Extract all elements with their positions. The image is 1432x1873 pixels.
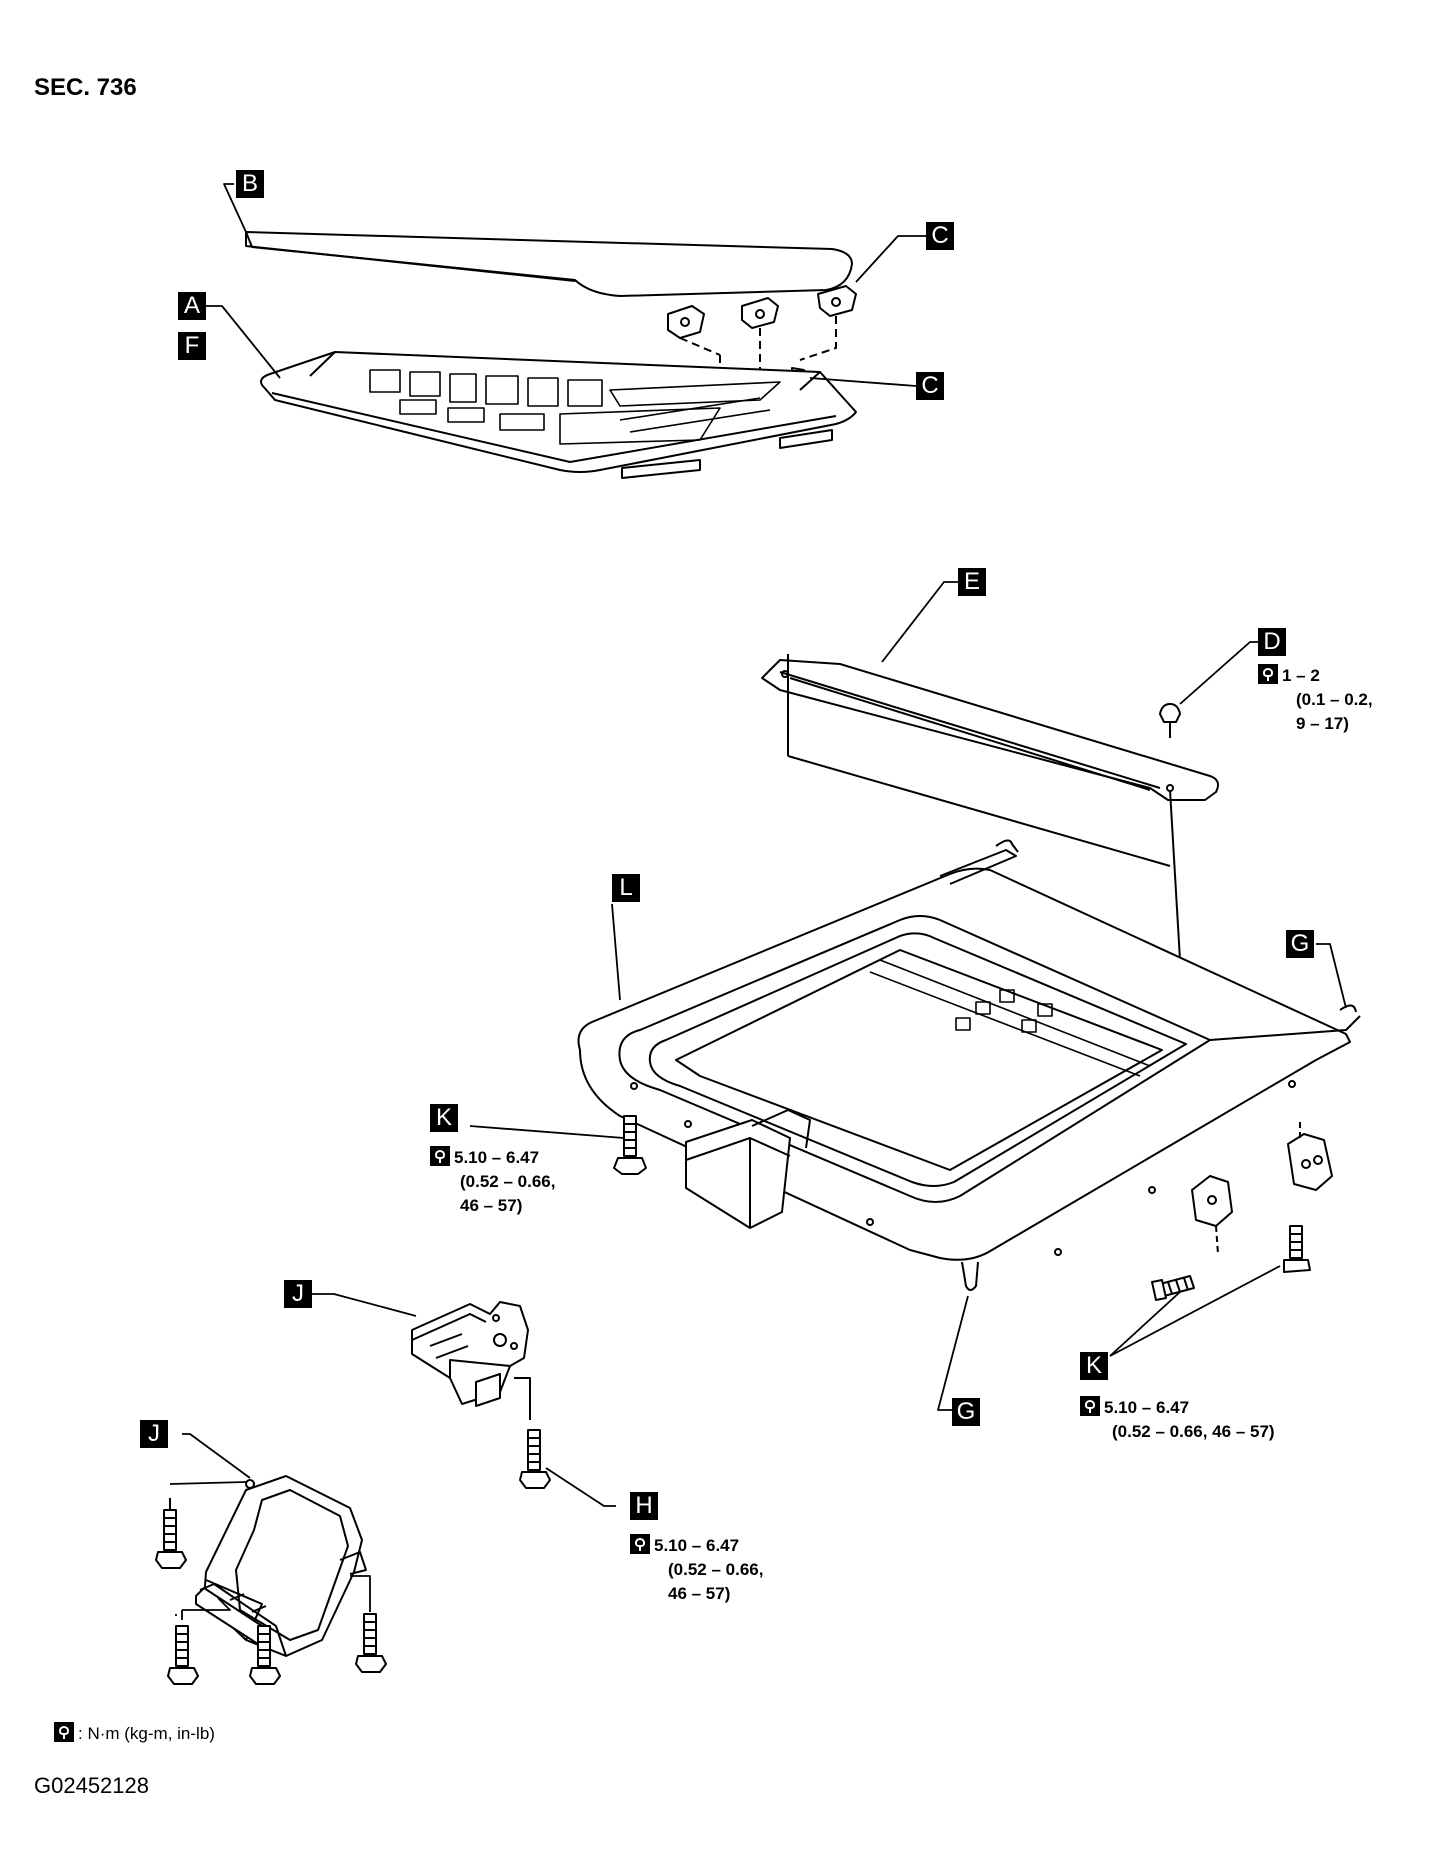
callout-k-right: K: [1080, 1352, 1108, 1380]
callout-j-upper: J: [284, 1280, 312, 1308]
callout-c-upper: C: [926, 222, 954, 250]
torque-wrench-icon: [430, 1146, 450, 1166]
torque-wrench-icon: [1258, 664, 1278, 684]
figure-code: G02452128: [34, 1773, 149, 1798]
motor-bracket: [169, 1475, 371, 1672]
callout-d: D: [1258, 628, 1286, 656]
callout-f: F: [178, 332, 206, 360]
callout-b: B: [236, 170, 264, 198]
callout-j-lower: J: [140, 1420, 168, 1448]
callout-e: E: [958, 568, 986, 596]
callout-a: A: [178, 292, 206, 320]
clips-k-right: [1151, 1122, 1333, 1301]
torque-wrench-icon: [630, 1534, 650, 1554]
torque-spec-k-right: 5.10 – 6.47 (0.52 – 0.66, 46 – 57): [1080, 1396, 1275, 1444]
torque-spec-d: 1 – 2 (0.1 – 0.2, 9 – 17): [1258, 664, 1373, 736]
callout-g-lower: G: [952, 1398, 980, 1426]
bracket-bolts: [155, 1509, 387, 1685]
callout-k-left: K: [430, 1104, 458, 1132]
torque-wrench-icon: [54, 1722, 74, 1742]
legend-text: : N·m (kg-m, in-lb): [78, 1724, 215, 1743]
front-rail: [761, 654, 1219, 867]
callout-l: L: [612, 874, 640, 902]
leader-lines: [182, 183, 1347, 1507]
torque-legend: : N·m (kg-m, in-lb): [54, 1722, 215, 1744]
callout-g-upper: G: [1286, 930, 1314, 958]
torque-spec-h: 5.10 – 6.47 (0.52 – 0.66, 46 – 57): [630, 1534, 763, 1606]
sunroof-frame: [577, 839, 1361, 1291]
section-number: SEC. 736: [34, 74, 137, 101]
bolt-k-left: [613, 1115, 647, 1175]
sunshade-panel: [260, 351, 857, 479]
torque-wrench-icon: [1080, 1396, 1100, 1416]
torque-spec-k-left: 5.10 – 6.47 (0.52 – 0.66, 46 – 57): [430, 1146, 555, 1218]
callout-h: H: [630, 1492, 658, 1520]
glass-lid: [245, 231, 853, 297]
callout-c-lower: C: [916, 372, 944, 400]
sunroof-motor: [411, 1301, 531, 1420]
bolt-h: [519, 1429, 551, 1489]
